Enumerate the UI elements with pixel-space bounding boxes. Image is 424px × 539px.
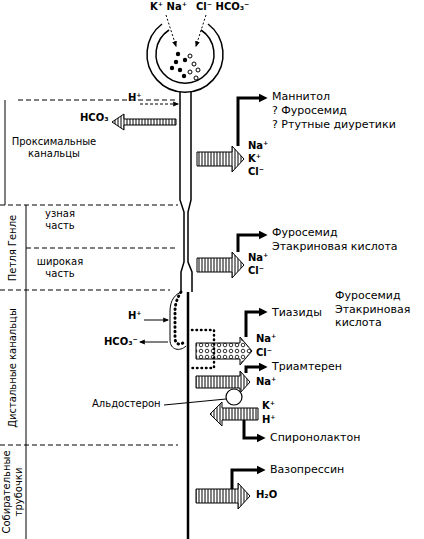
segment-label: Проксимальные канальцы [8,136,100,160]
segment-label: Собирательные трубочки [1,446,25,538]
bowman-capsule-part [196,15,206,46]
hormone-label: Альдостерон [92,398,161,410]
segment-brackets-part [0,205,178,206]
glomerulus-dots-part [192,62,196,66]
segment-label: Петля Генле [7,208,19,288]
tubule-part [188,92,192,292]
ion-label: Na⁺ [248,140,268,152]
bowman-capsule-part [147,24,223,92]
drug-label: Спиронолактон [270,431,360,444]
drug-action-arrows [232,98,264,489]
drug-label: Этакриновая кислота [335,303,420,329]
transport-arrows-part [196,371,250,393]
transport-arrows-part [210,402,258,426]
tubule-part [170,292,186,349]
drug-action-arrows-part [238,235,264,252]
glomerulus-dots-part [196,68,200,72]
glomerulus-dots-part [176,52,180,56]
drug-label: Тиазиды [272,306,322,319]
glomerulus-dots-part [188,70,192,74]
transport-arrows-part [197,146,244,172]
ion-label: K⁺ Na⁺ [150,1,187,13]
drug-label: Фуросемид [335,289,401,302]
glomerulus-dots-part [183,58,187,62]
bowman-capsule-part [166,15,176,46]
ion-label: Na⁺ [256,333,276,345]
ion-label: H⁺ [128,92,142,104]
ion-label: K⁺ [248,153,261,165]
segment-brackets [0,100,178,539]
transport-arrows-part [140,104,178,105]
aldosterone-receptor [164,389,242,405]
tubule-part [187,292,190,539]
ion-label: H⁺ [262,414,276,426]
drug-label: Этакриновая кислота [272,240,398,253]
glomerulus-dots-part [178,68,182,72]
glomerulus-dots-part [194,76,198,80]
glomerulus-dots-part [182,74,186,78]
drug-label: ? Ртутные диуретики [272,118,396,131]
glomerulus-dots-part [174,60,178,64]
drug-label: ? Фуросемид [272,104,347,117]
ion-label: Cl⁻ [248,166,264,178]
drug-label: Триамтерен [272,360,342,373]
bowman-capsule-part [156,30,214,83]
drug-action-arrows-part [238,98,264,146]
transport-arrows-part [196,337,252,365]
transport-arrows-part [112,114,176,130]
drug-label: Вазопрессин [270,463,344,476]
bowman-capsule [147,15,223,92]
tubule-part [180,92,184,292]
glomerulus-dots-part [170,66,174,70]
drug-action-arrows-part [244,420,262,438]
ion-label: Cl⁻ HCO₃⁻ [196,1,249,13]
ion-label: K⁺ [262,400,275,412]
segment-brackets-part [26,205,27,539]
transport-arrows-part [140,342,168,343]
drug-label: Маннитол [272,90,330,103]
drug-action-arrows-part [232,470,262,489]
transport-arrows-part [197,252,244,278]
segment-label: узная часть [30,208,90,232]
transport-arrows-part [196,483,250,509]
ion-label: HCO₃⁻ [104,336,138,348]
segment-brackets-part [18,100,176,101]
segment-brackets-part [5,100,6,205]
ion-label: Na⁺ [248,252,268,264]
transport-arrows [112,104,258,509]
aldosterone-receptor-part [226,389,242,405]
ion-label: HCO₃ [80,112,109,124]
ion-label: H⁺ [128,310,142,322]
aldosterone-receptor-part [164,399,226,405]
ion-label: Na⁺ [256,376,276,388]
ion-label: H₂O [256,489,277,501]
ion-label: Cl⁻ [248,265,264,277]
drug-action-arrows-part [246,367,264,373]
ion-label: Cl⁻ [256,347,272,359]
segment-brackets-part [26,248,178,249]
glomerulus-dots [170,52,200,80]
glomerulus-dots-part [188,54,192,58]
transport-arrows-part [144,320,168,321]
tubule-part [175,292,184,344]
segment-brackets-part [0,445,178,446]
segment-label: Дистальные канальцы [7,293,19,443]
drug-label: Фуросемид [272,226,338,239]
segment-label: широкая часть [30,256,90,280]
